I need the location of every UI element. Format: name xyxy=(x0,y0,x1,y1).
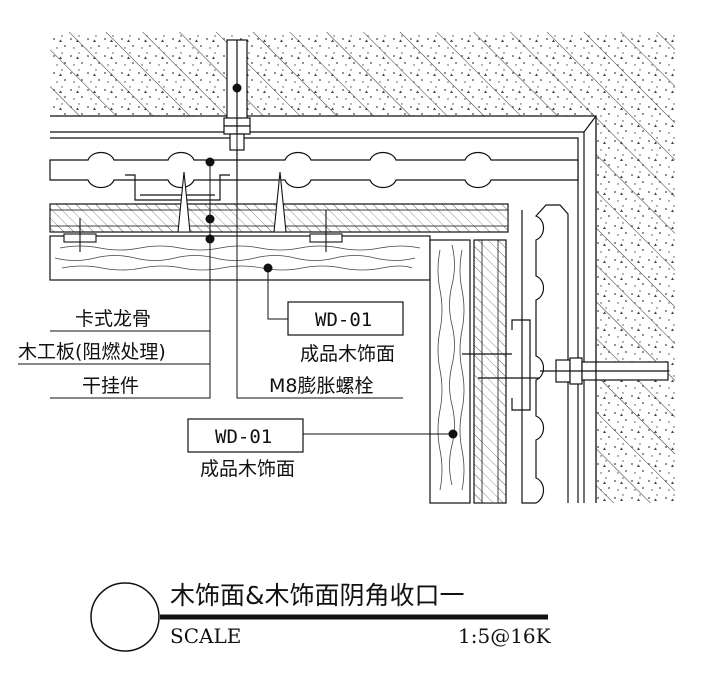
scale-value: 1:5@16K xyxy=(458,624,552,648)
label-finish-lower: 成品木饰面 xyxy=(200,458,295,480)
hanger-clip xyxy=(125,174,230,201)
label-keel: 卡式龙骨 xyxy=(75,308,151,330)
tag-upper: WD-01 xyxy=(315,309,372,331)
drawing-title: 木饰面&木饰面阴角收口一 xyxy=(170,581,465,610)
leader-lines xyxy=(18,88,453,435)
wood-finish-wall xyxy=(429,239,471,504)
hanger-clip-wall xyxy=(462,319,540,411)
tag-box-upper xyxy=(287,301,404,336)
screw-set-ceiling xyxy=(63,171,343,252)
tag-box-lower xyxy=(187,418,304,453)
title-block: 木饰面&木饰面阴角收口一 SCALE 1:5@16K xyxy=(90,581,552,652)
label-finish-upper: 成品木饰面 xyxy=(300,343,395,365)
label-board: 木工板(阻燃处理) xyxy=(18,341,166,363)
label-bolt: M8膨胀螺栓 xyxy=(269,375,373,397)
card-keel-wall xyxy=(521,204,569,504)
expansion-bolt xyxy=(540,357,669,385)
section-circle xyxy=(90,582,160,652)
tag-lower: WD-01 xyxy=(215,426,272,448)
plywood-board-wall xyxy=(473,239,507,504)
label-hanger: 干挂件 xyxy=(82,375,139,397)
scale-label: SCALE xyxy=(170,624,241,648)
card-keel-ceiling xyxy=(49,151,579,189)
wood-finish-ceiling xyxy=(49,235,431,281)
material-tags xyxy=(187,301,404,453)
